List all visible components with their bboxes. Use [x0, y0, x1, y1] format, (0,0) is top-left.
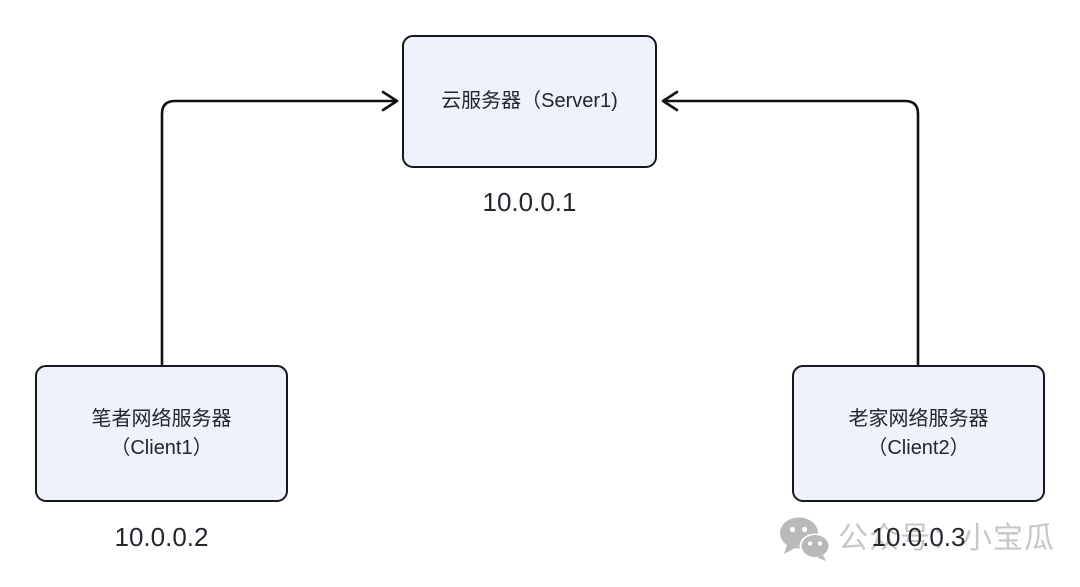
node-client1-label: 笔者网络服务器	[91, 407, 232, 430]
edge-client2-to-server1	[663, 99, 920, 366]
node-server1-ip: 10.0.0.1	[482, 187, 577, 217]
node-client1-ip: 10.0.0.2	[114, 522, 209, 552]
node-client2-sublabel: （Client2）	[867, 436, 970, 459]
arrowhead-left-icon	[661, 90, 679, 112]
node-client2: 老家网络服务器 （Client2）	[792, 365, 1045, 502]
arrowhead-right-icon	[381, 90, 399, 112]
node-client2-ip: 10.0.0.3	[871, 522, 966, 552]
node-server1: 云服务器（Server1)	[402, 35, 657, 168]
watermark-text: 公众号：小宝瓜	[838, 522, 1055, 555]
edge-client1-to-server1	[160, 99, 397, 366]
node-client1: 笔者网络服务器 （Client1）	[35, 365, 288, 502]
node-server1-label: 云服务器（Server1)	[441, 90, 618, 112]
node-client1-sublabel: （Client1）	[110, 436, 213, 459]
watermark: 公众号：小宝瓜	[779, 517, 1055, 561]
wechat-icon	[780, 517, 829, 561]
node-client2-label: 老家网络服务器	[848, 407, 989, 430]
